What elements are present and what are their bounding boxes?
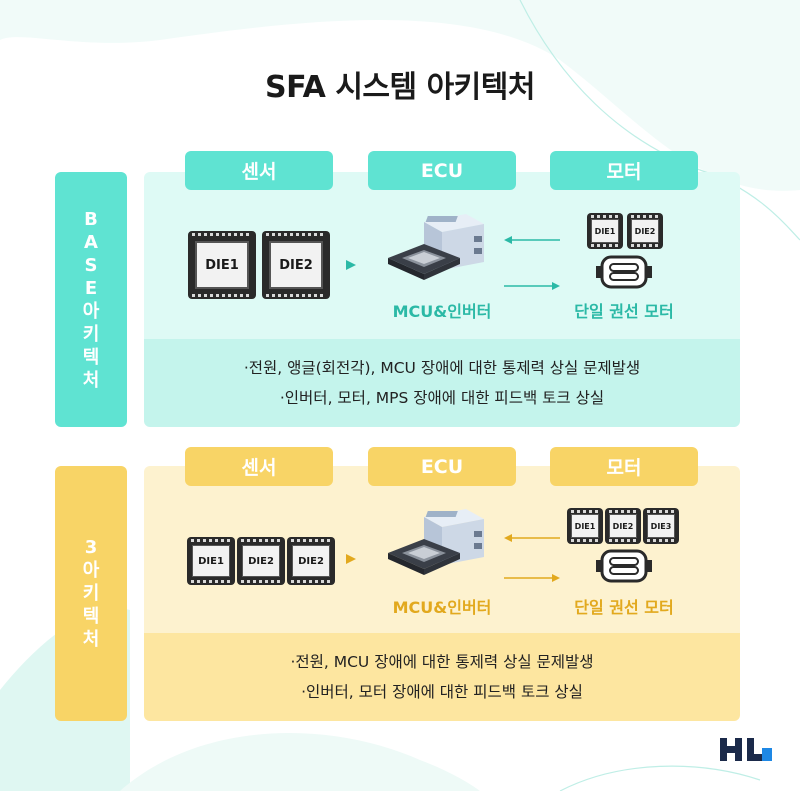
die-label: DIE3 [650, 521, 672, 531]
base-motor-die-1: DIE1 [587, 213, 623, 249]
three-note-1: ·전원, MCU 장애에 대한 통제력 상실 문제발생 [290, 653, 594, 671]
base-tab-motor: 모터 [550, 151, 698, 190]
three-sensor-die-1: DIE1 [187, 537, 235, 585]
three-motor-icon [596, 549, 652, 583]
base-ecu-module-icon [388, 214, 484, 280]
three-drive-arrow-icon [504, 574, 560, 582]
three-label-char: 텍 [82, 606, 100, 627]
base-label-char: 처 [82, 369, 100, 391]
base-tab-sensor: 센서 [185, 151, 333, 190]
three-motor-caption: 단일 권선 모터 [574, 598, 674, 617]
three-label-char: 아 [82, 560, 100, 581]
base-motor-caption: 단일 권선 모터 [574, 302, 674, 321]
three-notes: ·전원, MCU 장애에 대한 통제력 상실 문제발생 ·인버터, 모터 장애에… [144, 633, 740, 721]
base-sensor-die-1: DIE1 [188, 231, 256, 299]
three-motor-die-2: DIE2 [605, 508, 641, 544]
base-drive-arrow-icon [504, 282, 560, 290]
die-label: DIE1 [594, 226, 616, 236]
base-note-1: ·전원, 앵글(회전각), MCU 장애에 대한 통제력 상실 문제발생 [243, 359, 641, 377]
three-tab-motor: 모터 [550, 447, 698, 486]
base-notes: ·전원, 앵글(회전각), MCU 장애에 대한 통제력 상실 문제발생 ·인버… [144, 339, 740, 427]
base-motor-icon [596, 255, 652, 289]
page-title: SFA 시스템 아키텍처 [265, 70, 535, 105]
base-sensor-die-2: DIE2 [262, 231, 330, 299]
base-note-2: ·인버터, 모터, MPS 장애에 대한 피드백 토크 상실 [279, 389, 605, 407]
die-label: DIE1 [574, 521, 596, 531]
base-feedback-arrow-icon [504, 236, 560, 244]
base-label-char: 텍 [82, 346, 100, 368]
die-label: DIE2 [634, 226, 656, 236]
die-label: DIE1 [205, 257, 239, 273]
three-sensor-die-2: DIE2 [237, 537, 285, 585]
base-tab-ecu: ECU [368, 151, 516, 190]
die-label: DIE1 [198, 555, 224, 567]
three-motor-die-1: DIE1 [567, 508, 603, 544]
three-sensor-die-3: DIE2 [287, 537, 335, 585]
die-label: DIE2 [279, 257, 313, 273]
die-label: DIE2 [612, 521, 634, 531]
three-label-char: 처 [82, 629, 100, 650]
base-motor-die-2: DIE2 [627, 213, 663, 249]
three-sensor-arrow-icon [346, 554, 356, 564]
base-label-char: S [84, 254, 98, 276]
base-label-char: A [84, 231, 98, 253]
base-label-char: 키 [82, 323, 100, 345]
die-label: DIE2 [298, 555, 324, 567]
hl-logo: HL [720, 738, 772, 761]
three-note-2: ·인버터, 모터 장애에 대한 피드백 토크 상실 [301, 683, 583, 701]
base-label-char: 아 [82, 300, 100, 322]
three-tab-sensor: 센서 [185, 447, 333, 486]
three-label-char: 키 [82, 583, 100, 604]
three-label-char: 3 [84, 537, 98, 558]
die-label: DIE2 [248, 555, 274, 567]
base-ecu-caption: MCU&인버터 [392, 302, 492, 321]
base-sensor-arrow-icon [346, 260, 356, 270]
three-tab-ecu: ECU [368, 447, 516, 486]
three-motor-die-3: DIE3 [643, 508, 679, 544]
three-ecu-module-icon [388, 509, 484, 575]
base-label-char: B [84, 208, 98, 230]
three-feedback-arrow-icon [504, 534, 560, 542]
three-ecu-caption: MCU&인버터 [392, 598, 492, 617]
base-label-char: E [84, 277, 98, 299]
